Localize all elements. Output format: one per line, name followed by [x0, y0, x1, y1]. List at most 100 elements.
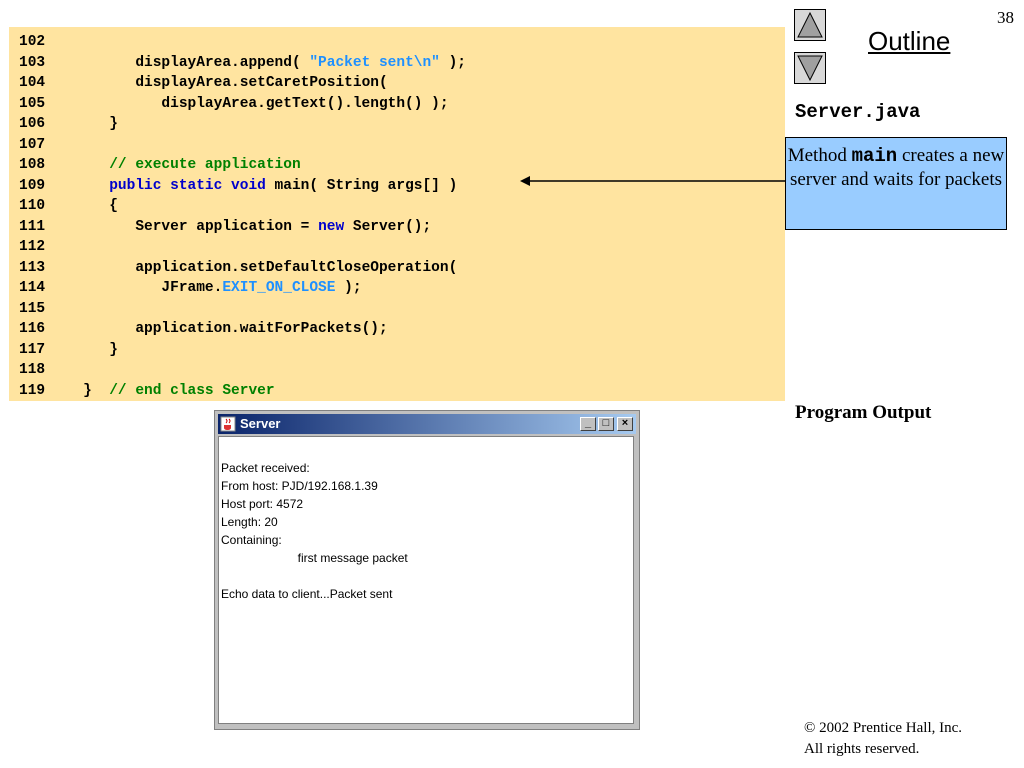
code-indent — [57, 260, 135, 276]
code-keyword: public static void — [109, 177, 266, 194]
code-line: 117 } — [9, 340, 118, 360]
copyright-line-2: All rights reserved. — [804, 741, 920, 757]
line-number: 113 — [19, 259, 46, 276]
java-cup-icon — [220, 416, 236, 432]
line-number: 108 — [19, 157, 46, 173]
server-window: Server _ □ × Packet received: From host: … — [214, 410, 640, 730]
code-indent — [57, 280, 161, 296]
line-number: 115 — [19, 300, 46, 317]
code-text: Server application = — [135, 218, 319, 235]
code-indent — [57, 198, 109, 214]
code-line: 108 // execute application — [9, 155, 301, 175]
line-number: 107 — [19, 136, 46, 153]
code-indent — [57, 383, 83, 399]
code-indent — [57, 219, 135, 235]
code-line: 104 displayArea.setCaretPosition( — [9, 73, 388, 93]
code-line: 119 } // end class Server — [9, 381, 275, 401]
maximize-button[interactable]: □ — [598, 417, 614, 431]
output-line: Packet received: — [221, 461, 310, 475]
page-number: 38 — [997, 8, 1014, 27]
callout-code: main — [851, 145, 898, 167]
triangle-down-icon — [797, 55, 823, 82]
code-text: application.setDefaultCloseOperation( — [135, 259, 458, 276]
code-text: Server(); — [344, 218, 432, 235]
code-line: 105 displayArea.getText().length() ); — [9, 94, 449, 114]
code-line: 115 — [9, 299, 57, 319]
code-indent — [57, 55, 135, 71]
line-number: 118 — [19, 362, 46, 378]
line-number: 103 — [19, 54, 46, 71]
line-number: 105 — [19, 95, 46, 112]
line-number: 110 — [19, 198, 46, 214]
code-panel: 102 103 displayArea.append( "Packet sent\… — [9, 27, 785, 401]
code-comment: // end class Server — [109, 382, 275, 399]
minimize-button[interactable]: _ — [580, 417, 596, 431]
code-line: 112 — [9, 237, 57, 257]
code-text: } — [109, 116, 118, 132]
file-name: Server.java — [795, 101, 921, 123]
code-line: 116 application.waitForPackets(); — [9, 319, 388, 339]
line-number: 102 — [19, 34, 46, 50]
code-line: 103 displayArea.append( "Packet sent\n" … — [9, 53, 466, 73]
next-slide-button[interactable] — [794, 52, 826, 84]
code-line: 118 — [9, 360, 57, 380]
code-text: main( String args[] ) — [265, 177, 458, 194]
code-indent — [57, 75, 135, 91]
code-text: } — [109, 341, 118, 358]
line-number: 111 — [19, 218, 46, 235]
output-line: first message packet — [221, 551, 408, 565]
output-line: Echo data to client...Packet sent — [221, 587, 393, 601]
code-text: ); — [439, 54, 466, 71]
code-line: 109 public static void main( String args… — [9, 176, 457, 196]
code-indent — [57, 342, 109, 358]
line-number: 106 — [19, 116, 46, 132]
callout-arrow — [520, 176, 785, 186]
triangle-up-icon — [797, 11, 823, 38]
line-number: 114 — [19, 280, 46, 296]
code-text: displayArea.setCaretPosition( — [135, 75, 388, 91]
code-comment: // execute application — [109, 157, 301, 173]
code-indent — [57, 178, 109, 194]
code-literal: EXIT_ON_CLOSE — [222, 280, 336, 296]
code-literal: "Packet sent\n" — [309, 54, 440, 71]
code-keyword: new — [318, 218, 345, 235]
code-line: 107 — [9, 135, 57, 155]
display-area[interactable]: Packet received: From host: PJD/192.168.1… — [218, 436, 634, 724]
window-title-bar[interactable]: Server _ □ × — [218, 414, 636, 434]
line-number: 119 — [19, 382, 46, 399]
code-indent — [57, 116, 109, 132]
callout-box: Method main creates a new server and wai… — [785, 137, 1007, 230]
callout-text-before: Method — [787, 145, 852, 166]
close-button[interactable]: × — [617, 417, 633, 431]
code-line: 102 — [9, 32, 57, 52]
previous-slide-button[interactable] — [794, 9, 826, 41]
code-line: 111 Server application = new Server(); — [9, 217, 431, 237]
callout-text-after: creates a new server and waits for packe… — [789, 145, 1005, 190]
line-number: 112 — [19, 239, 46, 255]
window-title: Server — [240, 416, 281, 431]
output-line: Host port: 4572 — [221, 497, 304, 511]
code-text: displayArea.append( — [135, 54, 310, 71]
code-line: 113 application.setDefaultCloseOperation… — [9, 258, 457, 278]
outline-link[interactable]: Outline — [868, 26, 951, 56]
code-text: } — [83, 382, 110, 399]
code-text: application.waitForPackets(); — [135, 321, 388, 337]
code-line: 114 JFrame.EXIT_ON_CLOSE ); — [9, 278, 362, 298]
code-text: displayArea.getText().length() ); — [161, 95, 449, 112]
code-line: 110 { — [9, 196, 118, 216]
output-line: From host: PJD/192.168.1.39 — [221, 479, 378, 493]
code-indent — [57, 96, 161, 112]
line-number: 104 — [19, 75, 46, 91]
code-text: ); — [335, 280, 362, 296]
output-line: Containing: — [221, 533, 282, 547]
output-line: Length: 20 — [221, 515, 278, 529]
line-number: 116 — [19, 321, 46, 337]
code-indent — [57, 321, 135, 337]
code-text: { — [109, 198, 118, 214]
copyright-notice: © 2002 Prentice Hall, Inc. All rights re… — [804, 718, 962, 760]
code-text: JFrame. — [161, 280, 223, 296]
program-output-label: Program Output — [795, 402, 932, 423]
line-number: 117 — [19, 341, 46, 358]
copyright-line-1: © 2002 Prentice Hall, Inc. — [804, 720, 963, 736]
code-line: 106 } — [9, 114, 118, 134]
